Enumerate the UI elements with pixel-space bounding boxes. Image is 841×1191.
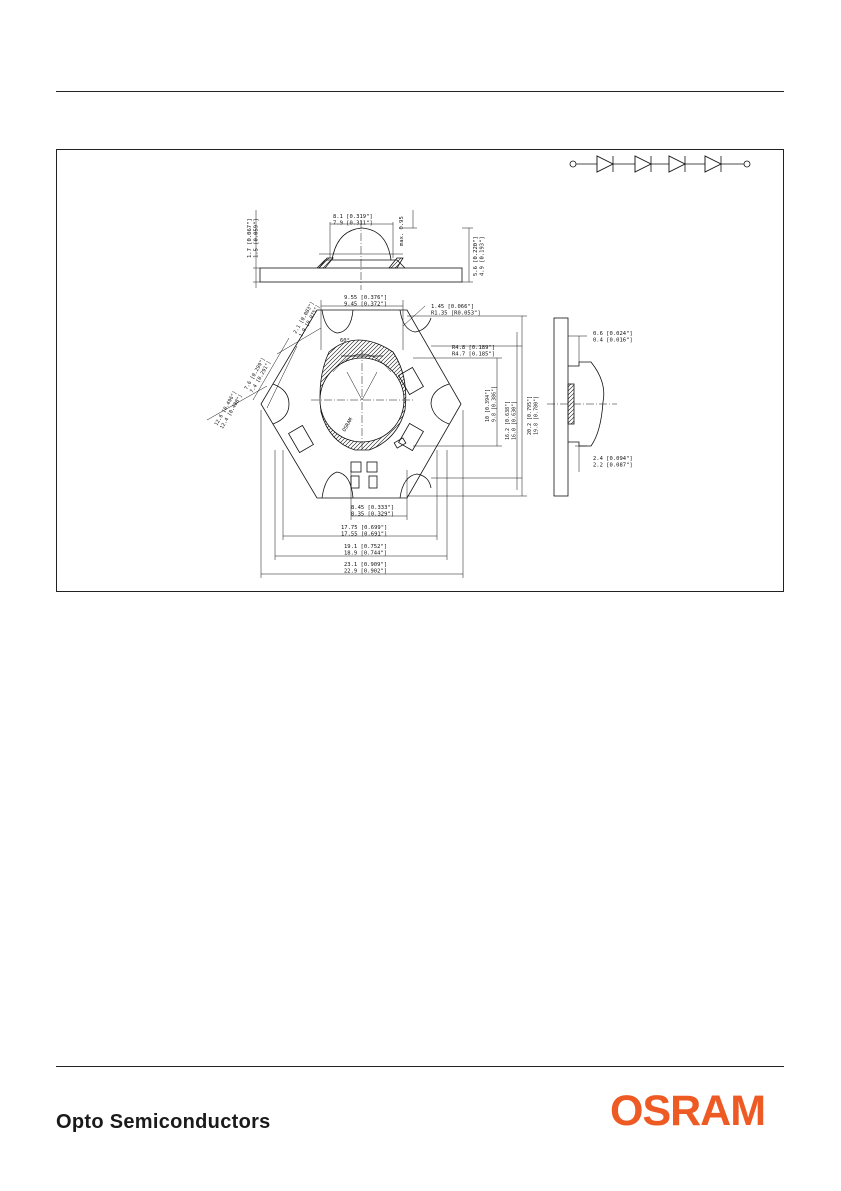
diag-a-dim: 2.1 [0.083"]1.9 [0.075"] (293, 301, 322, 339)
hole-radius-dim: R4.8 [0.189"]R4.7 [0.185"] (452, 345, 495, 358)
diode-icon (704, 155, 723, 173)
max-height-dim: max. 0.95 (399, 216, 405, 246)
diode-icon (668, 155, 687, 173)
v-inner-dim: 10 [0.394"]9.8 [0.386"] (485, 386, 498, 422)
w2-dim: 17.75 [0.699"]17.55 [0.691"] (341, 525, 387, 538)
profile-view (547, 317, 617, 497)
radius-slot-dim: 1.45 [0.066"]R1.35 [R0.053"] (431, 304, 481, 317)
w4-dim: 23.1 [0.909"]22.9 [0.902"] (344, 562, 387, 575)
profile-top-gap-dim: 0.6 [0.024"]0.4 [0.016"] (593, 331, 633, 344)
w3-dim: 19.1 [0.752"]18.9 [0.744"] (344, 544, 387, 557)
header-rule (56, 91, 784, 92)
footer-rule (56, 1066, 784, 1067)
w1-dim: 8.45 [0.333"]8.35 [0.329"] (351, 505, 394, 518)
lens-width-dim: 8.1 [0.319"]7.9 [0.311"] (333, 214, 373, 227)
osram-logo: OSRAM (610, 1087, 766, 1135)
angle-label: 60° (340, 338, 350, 344)
total-height-dim: 5.6 [0.220"]4.9 [0.193"] (473, 236, 486, 276)
diode-icon (596, 155, 615, 173)
base-height-dim: 1.7 [0.067"]1.5 [0.059"] (247, 218, 260, 258)
profile-bottom-gap-dim: 2.4 [0.094"]2.2 [0.087"] (593, 456, 633, 469)
diode-circuit-symbol (569, 155, 751, 173)
v-outer-dim: 20.2 [0.795"]19.8 [0.780"] (527, 396, 540, 435)
footer-company-name: Opto Semiconductors (56, 1111, 271, 1133)
side-view (253, 210, 473, 290)
diode-icon (634, 155, 653, 173)
top-view (206, 300, 527, 578)
v-mid-dim: 16.2 [0.638"]16.0 [0.630"] (505, 401, 518, 440)
diag-b-dim: 7.6 [0.299"]7.4 [0.291"] (244, 357, 273, 395)
diag-c-dim: 12.6 [0.496"]12.4 [0.488"] (214, 390, 244, 430)
package-outline-drawing: 8.1 [0.319"]7.9 [0.311"] max. 0.95 1.7 [… (56, 149, 784, 592)
top-width-dim: 9.55 [0.376"]9.45 [0.372"] (344, 295, 387, 308)
